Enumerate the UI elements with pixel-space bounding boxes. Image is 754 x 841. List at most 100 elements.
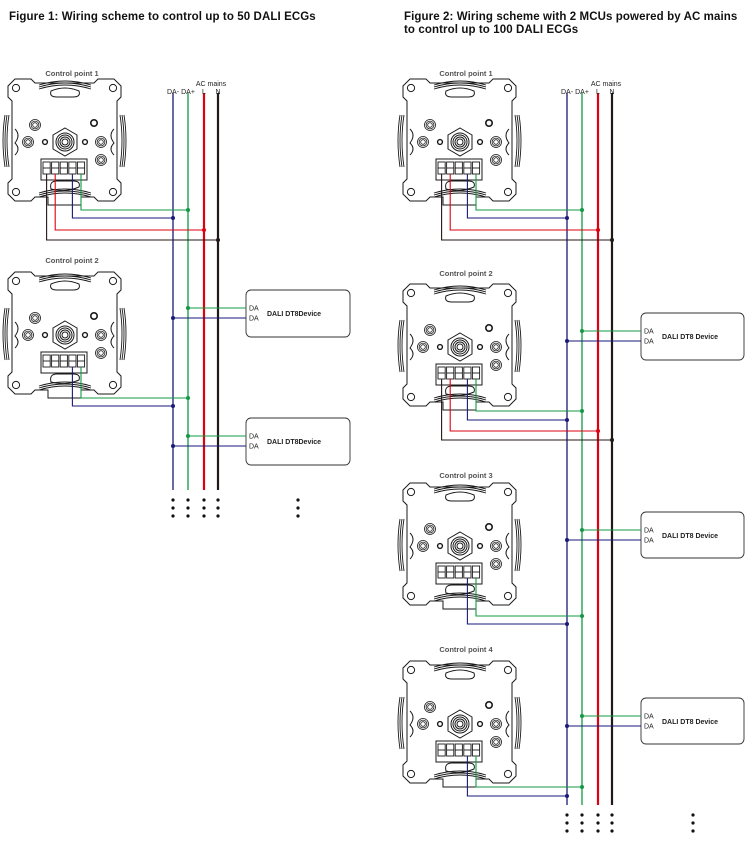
screw-icon [420,721,426,727]
device-label: DALI DT8 Device [662,719,718,726]
side-clip [518,696,522,750]
junction-dot [186,434,190,438]
continuation-dot [596,821,600,825]
side-clip [4,307,8,361]
screw-icon [95,154,107,166]
screw-icon [96,330,106,340]
spring-clip [38,192,92,198]
spring-clip [433,82,487,88]
bus-label: DA+ [575,89,589,96]
wire-n [441,379,612,441]
side-clip [399,319,403,373]
screw-icon [41,138,49,146]
wire-daplus [80,174,188,211]
side-slot [505,333,510,361]
shaft-icon [452,339,468,355]
shaft-icon [59,136,71,148]
screw-icon [418,719,428,729]
mounting-hole-icon [406,487,416,497]
junction-dot [565,794,569,798]
bus-label: L [202,89,206,96]
spring-clip [38,275,92,281]
side-slot [505,128,510,156]
screw-icon [98,332,104,338]
shaft-icon [57,327,73,343]
screw-icon [425,325,435,335]
ac-mains-label: AC mains [196,81,227,88]
shaft-hex [447,127,473,157]
mounting-hole-icon [503,288,513,298]
side-clip [514,696,518,750]
module-frame [402,283,517,411]
screw-icon [493,561,499,567]
device-terminal-label: DA [644,714,654,721]
side-slot [14,321,19,349]
screw-icon [95,329,107,341]
mounting-hole-icon [406,392,416,402]
screw-icon [98,350,104,356]
side-clip [119,114,123,168]
continuation-dot [171,498,175,502]
ac-mains-label: AC mains [591,81,622,88]
continuation-dot [216,514,220,518]
side-clip [399,114,403,168]
screw-icon [493,344,499,350]
shaft-hex [447,709,473,739]
wire-daplus [475,379,582,412]
mounting-hole-icon [406,769,416,779]
screw-icon [96,348,106,358]
side-clip [121,307,125,361]
side-slot [110,128,115,156]
spring-clip [38,188,92,194]
junction-dot [565,418,569,422]
slot [445,385,475,397]
screw-icon [96,137,106,147]
side-clip [6,114,10,168]
wire-l [449,379,598,432]
screw-icon [476,343,484,351]
screw-icon [417,341,429,353]
mounting-hole-icon [11,187,21,197]
control-module [397,283,522,411]
continuation-dot [296,514,300,518]
side-clip [2,114,6,168]
screw-icon [491,559,501,569]
continuation-dot [186,498,190,502]
continuation-dot [216,498,220,502]
module-frame [7,271,122,399]
side-clip [514,114,518,168]
screw-icon [485,323,494,332]
device-box [640,511,745,559]
spring-clip [38,82,92,88]
screw-icon [25,332,31,338]
screw-icon [427,526,433,532]
spring-clip [433,774,487,780]
continuation-dot [186,506,190,510]
junction-dot [565,622,569,626]
continuation-dot [596,813,600,817]
screw-icon [490,359,502,371]
screw-icon [95,347,107,359]
spring-clip [433,80,487,86]
junction-dot [580,614,584,618]
side-clip [397,518,401,572]
shaft-icon [456,138,464,146]
side-slot [110,321,115,349]
device-label: DALI DT8Device [267,311,321,318]
screw-icon [490,558,502,570]
continuation-dot [610,821,614,825]
mounting-hole-icon [11,276,21,286]
shaft-icon [454,136,466,148]
side-clip [518,319,522,373]
wire-l [449,174,598,231]
continuation-dot [610,829,614,833]
mounting-hole-icon [108,187,118,197]
junction-dot [202,228,206,232]
spring-clip [38,80,92,86]
mounting-hole-icon [406,591,416,601]
side-clip [401,518,405,572]
shaft-icon [57,134,73,150]
screw-icon [485,118,494,127]
module-frame [402,482,517,610]
shaft-icon [450,132,470,152]
